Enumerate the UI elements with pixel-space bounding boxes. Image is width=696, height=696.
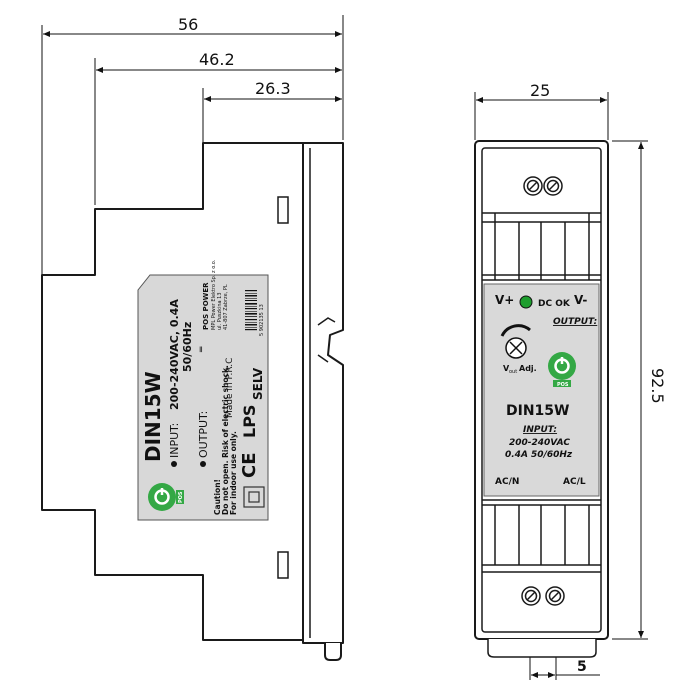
dim-26-text: 26.3 (255, 79, 291, 98)
caution-2: Do not open. Risk of electric shock. (221, 365, 230, 515)
bullet-icon (200, 461, 206, 467)
brand-name: POS POWER (202, 282, 210, 330)
side-output-label: OUTPUT: (197, 411, 210, 458)
dim-25-text: 25 (530, 81, 550, 100)
caution-3: For indoor use only. (229, 431, 238, 515)
side-label: DIN15W INPUT: 200-240VAC, 0.4A 50/60Hz O… (137, 259, 269, 521)
front-v-plus: V+ (495, 293, 514, 307)
dim-92-text: 92.5 (648, 368, 667, 404)
side-lps: LPS (240, 405, 259, 438)
front-input-current: 0.4A 50/60Hz (505, 450, 573, 460)
front-ribs-bottom (482, 499, 601, 573)
address-1: MPL Power Elektro Sp. z o.o. (211, 259, 217, 330)
dc-symbol-icon: ═ (197, 346, 207, 353)
side-input-freq: 50/60Hz (181, 322, 194, 372)
front-vout-adj: Adj. (519, 364, 537, 373)
side-input-value: 200-240VAC, 0.4A (168, 299, 181, 410)
dim-5-text: 5 (577, 659, 587, 675)
barcode-text: 5 902135 13 (259, 304, 265, 336)
pos-logo-icon (148, 483, 184, 511)
double-insulation-icon (243, 486, 265, 508)
front-dc-ok: DC OK (538, 299, 571, 309)
address-2: ul. Puszkina 13 (217, 292, 223, 330)
side-dimensions (41, 15, 344, 280)
front-vout-sub: out (509, 369, 517, 375)
front-v-minus: V- (574, 293, 587, 307)
front-input: INPUT: (523, 425, 557, 435)
terminal-screws-bottom (521, 586, 565, 606)
front-label: V+ DC OK V- OUTPUT: V out Adj. POS DIN15… (483, 283, 600, 497)
side-model: DIN15W (141, 371, 165, 462)
vout-adjust-knob[interactable] (500, 324, 531, 359)
front-output: OUTPUT: (553, 317, 597, 327)
side-view-details (277, 148, 336, 638)
dim-56-text: 56 (178, 15, 198, 34)
pos-logo-icon (548, 352, 576, 387)
front-ribs-top (482, 212, 601, 281)
dim-46-text: 46.2 (199, 50, 235, 69)
front-model: DIN15W (506, 403, 569, 419)
terminal-screws-top (523, 176, 563, 196)
bullet-icon (171, 461, 177, 467)
address-3: 41-807 Zabrze, PL (223, 284, 229, 330)
side-selv: SELV (251, 367, 265, 400)
side-logo-text: POS (178, 491, 184, 503)
ce-mark: CE (239, 452, 260, 478)
dc-ok-led-icon (519, 295, 533, 309)
side-made-in: Made in P.R.C (225, 358, 235, 418)
caution-1: Caution! (213, 479, 222, 515)
front-ac-l: AC/L (563, 477, 586, 487)
front-ac-n: AC/N (495, 477, 519, 487)
front-logo-text: POS (557, 382, 569, 388)
side-input-label: INPUT: (168, 423, 181, 458)
front-vout: V (503, 364, 510, 373)
barcode-icon (245, 290, 257, 331)
front-input-value: 200-240VAC (509, 438, 570, 448)
